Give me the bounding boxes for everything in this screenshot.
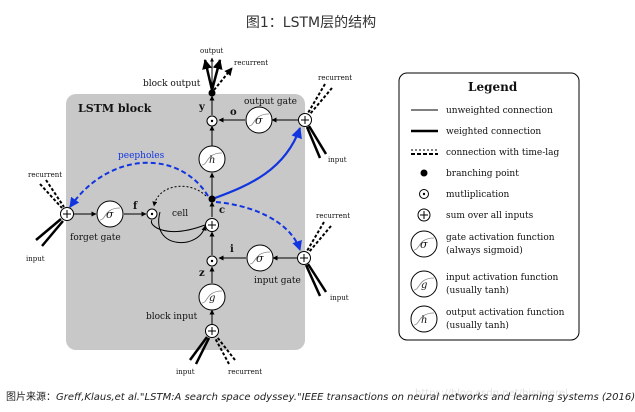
svg-text:gate activation function: gate activation function <box>446 233 555 243</box>
svg-text:y: y <box>198 102 206 113</box>
svg-text:Legend: Legend <box>468 80 518 94</box>
svg-text:g: g <box>209 293 215 304</box>
svg-text:mutliplication: mutliplication <box>446 190 510 200</box>
lstm-diagram: LSTM block h g <box>26 47 580 376</box>
svg-text:branching point: branching point <box>446 169 519 179</box>
forget-gate-node <box>96 200 124 228</box>
input-gate-inputs <box>304 221 332 297</box>
svg-text:input activation function: input activation function <box>446 273 559 283</box>
input-gate-node <box>246 244 274 272</box>
output-gate-node <box>245 106 273 134</box>
svg-text:f: f <box>133 201 138 212</box>
forget-gate-inputs <box>35 179 65 247</box>
svg-text:sum over all inputs: sum over all inputs <box>446 211 534 221</box>
block-input-inputs <box>188 336 236 365</box>
svg-text:cell: cell <box>172 209 188 219</box>
svg-text:σ: σ <box>106 208 114 221</box>
svg-text:(always sigmoid): (always sigmoid) <box>446 245 523 256</box>
peepholes-label: peepholes <box>118 151 165 161</box>
source-caption: 图片来源：Greff,Klaus,et al."LSTM:A search sp… <box>6 392 635 403</box>
output-activation-node <box>198 145 226 173</box>
svg-text:recurrent: recurrent <box>318 74 352 82</box>
svg-text:output activation function: output activation function <box>446 308 565 318</box>
legend: Legend unweighted connection weighted co… <box>398 72 580 341</box>
lstm-block-title: LSTM block <box>78 102 152 115</box>
svg-text:weighted connection: weighted connection <box>446 127 541 137</box>
svg-text:recurrent: recurrent <box>28 171 62 179</box>
block-output-branch-dot <box>208 89 216 97</box>
svg-text:h: h <box>209 155 215 166</box>
figure-title: 图1：LSTM层的结构 <box>245 15 377 31</box>
svg-text:σ: σ <box>255 114 263 127</box>
svg-text:recurrent: recurrent <box>316 212 350 220</box>
output-gate-inputs <box>305 83 333 159</box>
svg-text:output gate: output gate <box>244 97 297 107</box>
svg-text:block output: block output <box>143 79 201 89</box>
lstm-block-box <box>66 94 305 350</box>
svg-text:o: o <box>230 107 237 118</box>
svg-text:σ: σ <box>256 252 264 265</box>
svg-text:connection with time-lag: connection with time-lag <box>446 148 559 158</box>
watermark: https://blog.csdn.net/bjsquerel <box>415 388 568 399</box>
svg-text:(usually tanh): (usually tanh) <box>446 285 509 296</box>
svg-text:input: input <box>330 294 349 302</box>
svg-text:input: input <box>26 255 45 263</box>
svg-text:input: input <box>176 368 195 376</box>
svg-text:h: h <box>421 315 427 326</box>
svg-text:unweighted connection: unweighted connection <box>446 106 553 116</box>
svg-text:forget gate: forget gate <box>70 233 121 243</box>
svg-text:z: z <box>199 268 205 279</box>
svg-text:block input: block input <box>146 312 198 322</box>
input-activation-node <box>198 283 226 311</box>
svg-text:output: output <box>200 47 224 55</box>
svg-text:recurrent: recurrent <box>228 368 262 376</box>
svg-text:σ: σ <box>420 238 428 251</box>
svg-text:i: i <box>230 244 234 255</box>
block-output-arrows <box>202 57 233 91</box>
svg-text:input: input <box>328 156 347 164</box>
svg-text:(usually tanh): (usually tanh) <box>446 320 509 331</box>
svg-text:input gate: input gate <box>254 276 301 286</box>
svg-text:recurrent: recurrent <box>234 59 268 67</box>
cell-branch-dot <box>208 195 216 203</box>
svg-text:g: g <box>421 280 427 291</box>
svg-text:c: c <box>219 205 225 216</box>
